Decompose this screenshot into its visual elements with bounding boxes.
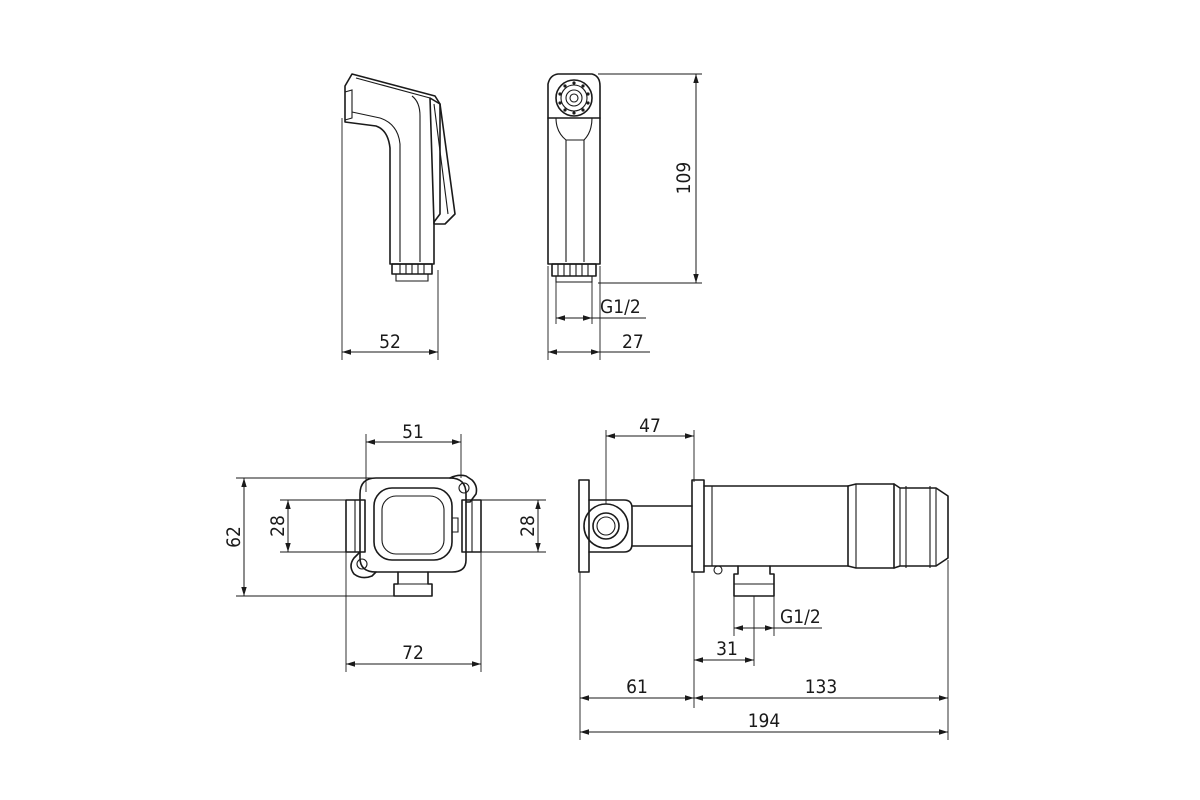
dim-knob-offset: 47 <box>639 415 661 437</box>
dim-body-left-inlet: 28 <box>267 515 289 537</box>
dim-body-width: 72 <box>402 642 424 664</box>
dim-wall-depth: 61 <box>626 676 648 698</box>
handset-front-view <box>547 73 601 283</box>
handset-side-dims: 52 <box>341 118 439 360</box>
handset-front-dims: 109 G1/2 27 <box>547 73 702 360</box>
valve-body-front-view <box>345 474 482 597</box>
dim-handset-width: 52 <box>379 331 401 353</box>
valve-side-dims: 47 G1/2 31 61 133 194 <box>579 415 949 740</box>
dim-projection: 133 <box>805 676 838 698</box>
dim-total-length: 194 <box>748 710 781 732</box>
dim-handset-depth: 27 <box>622 331 644 353</box>
handset-side-view <box>344 73 456 282</box>
dim-handset-height: 109 <box>673 162 695 195</box>
dim-body-height: 62 <box>223 526 245 548</box>
dim-handset-thread: G1/2 <box>600 296 641 318</box>
valve-side-view <box>578 479 949 597</box>
nozzle-holes <box>558 81 590 115</box>
dim-outlet-offset: 31 <box>716 638 738 660</box>
dim-outlet-thread: G1/2 <box>780 606 821 628</box>
dim-body-right-inlet: 28 <box>517 515 539 537</box>
valve-body-front-dims: 51 62 28 28 72 <box>223 421 546 672</box>
dim-body-top-width: 51 <box>402 421 424 443</box>
